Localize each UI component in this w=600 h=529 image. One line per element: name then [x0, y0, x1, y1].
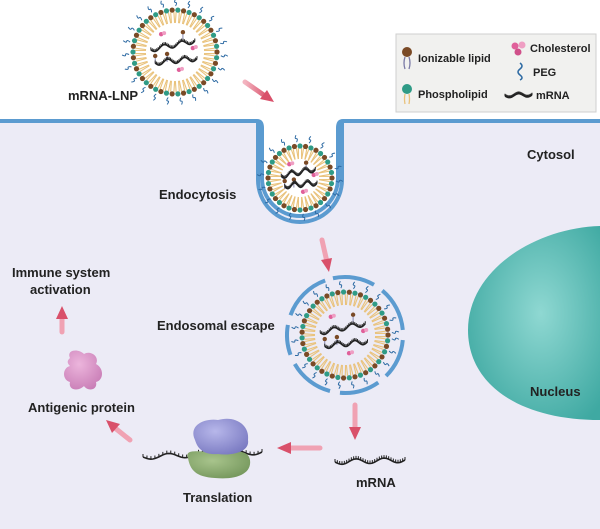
ruptured-endosome-membrane	[285, 275, 405, 395]
legend-phospholipid: Phospholipid	[418, 89, 488, 101]
legend-peg: PEG	[533, 67, 556, 79]
label-endosomal-escape: Endosomal escape	[157, 318, 275, 333]
cell-membrane	[0, 119, 600, 218]
released-mrna-strand	[334, 455, 406, 466]
label-mrna-lnp: mRNA-LNP	[68, 88, 138, 103]
ribosome-small-subunit	[187, 451, 251, 479]
cholesterol-icon	[511, 41, 526, 56]
antigenic-protein	[64, 350, 102, 390]
arrow-antigen-to-immune	[56, 306, 68, 335]
ionizable-lipid-icon	[402, 47, 412, 70]
label-cytosol: Cytosol	[527, 147, 575, 162]
peg-icon	[517, 62, 523, 81]
legend-box	[395, 33, 597, 113]
label-immune-line1: Immune system	[12, 265, 110, 280]
ribosome	[187, 418, 251, 479]
arrow-escape-to-mrna	[349, 402, 361, 440]
ribosome-large-subunit	[193, 418, 249, 455]
arrow-translation-to-antigen	[106, 420, 133, 443]
label-endocytosis: Endocytosis	[159, 187, 236, 202]
arrow-mrna-to-translation	[277, 442, 323, 454]
mrna-icon	[504, 91, 533, 99]
nucleus	[468, 226, 600, 420]
legend-cholesterol: Cholesterol	[530, 43, 591, 55]
label-nucleus: Nucleus	[530, 384, 581, 399]
arrow-endocytosis-to-escape	[319, 237, 332, 272]
legend-mrna: mRNA	[536, 90, 570, 102]
phospholipid-icon	[402, 84, 412, 105]
label-immune-line2: activation	[30, 282, 91, 297]
lnp-endosomal-escape	[291, 280, 400, 389]
endocytic-vesicle	[256, 120, 344, 224]
arrow-lnp-to-cell	[242, 79, 274, 102]
cytosol-region	[0, 121, 600, 529]
label-antigenic-protein: Antigenic protein	[28, 400, 135, 415]
legend: Ionizable lipid Cholesterol PEG Phosphol…	[395, 33, 597, 113]
legend-ionizable-lipid: Ionizable lipid	[418, 53, 491, 65]
label-mrna: mRNA	[356, 475, 396, 490]
lnp-extracellular	[121, 0, 229, 105]
label-translation: Translation	[183, 490, 252, 505]
lnp-endocytosed	[256, 134, 344, 222]
